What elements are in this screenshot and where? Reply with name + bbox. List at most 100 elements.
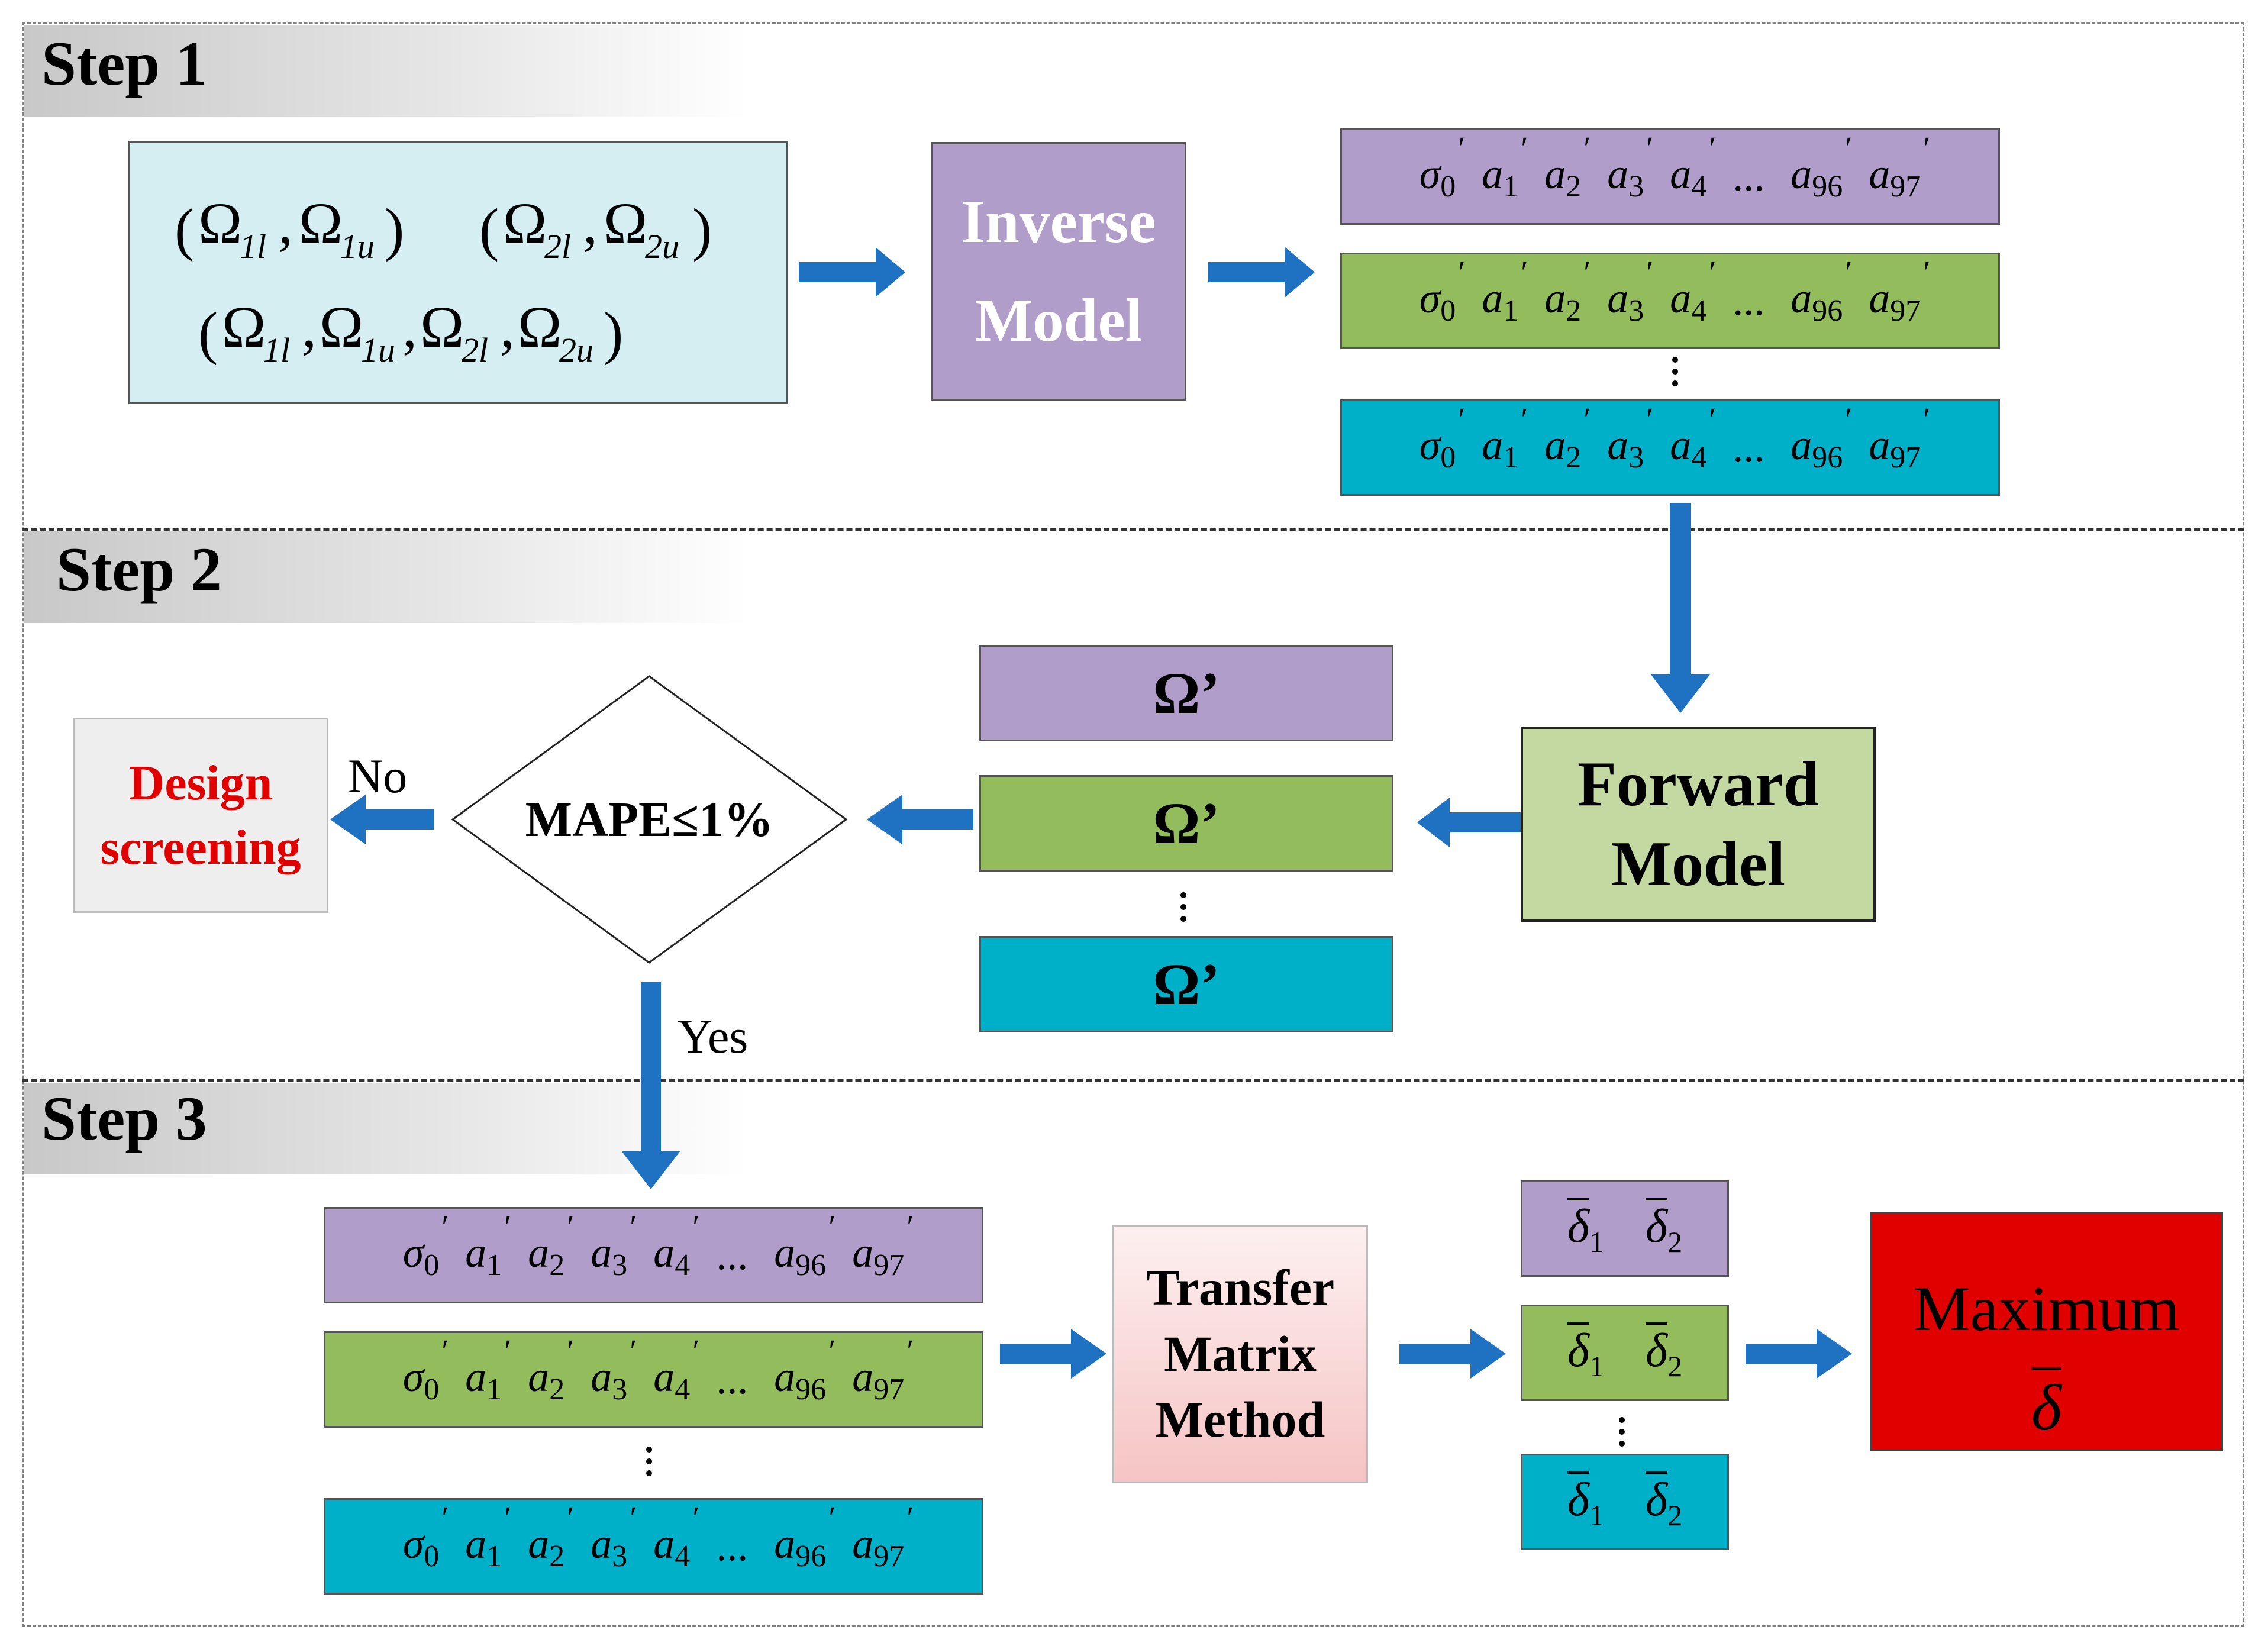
- coefficient-token: σ0′: [402, 1208, 449, 1282]
- mape-decision-diamond: [451, 675, 848, 964]
- svg-text:Ω: Ω: [604, 191, 647, 256]
- arrow-to-decision: [867, 795, 973, 844]
- vertical-ellipsis: [646, 1447, 652, 1482]
- ellipsis-token: ...: [716, 1355, 749, 1403]
- vertical-ellipsis: [1672, 357, 1678, 392]
- coefficient-token: a4′: [1670, 401, 1717, 475]
- svg-text:,: ,: [278, 191, 293, 256]
- coefficient-token: a1′: [1482, 254, 1528, 328]
- coefficient-token: σ0′: [402, 1332, 449, 1406]
- ellipsis-token: ...: [1733, 277, 1765, 324]
- arrow-to-step3: [621, 982, 680, 1189]
- svg-text:Ω: Ω: [518, 294, 562, 360]
- coefficient-row-purple: σ0′a1′a2′a3′a4′...a96′a97′: [1340, 128, 2000, 225]
- coefficient-token: a3′: [591, 1332, 637, 1406]
- coefficient-token: a97′: [852, 1208, 914, 1282]
- vertical-ellipsis: [1180, 892, 1186, 928]
- coefficient-token: a96′: [774, 1332, 836, 1406]
- coefficient-row-green: σ0′a1′a2′a3′a4′...a96′a97′: [324, 1331, 983, 1428]
- svg-text:2u: 2u: [559, 331, 593, 369]
- coefficient-token: a97′: [1869, 401, 1931, 475]
- maximum-delta-box: Maximum δ: [1870, 1212, 2223, 1451]
- svg-text:): ): [692, 196, 712, 262]
- coefficient-token: a4′: [1670, 130, 1717, 204]
- coefficient-token: a2′: [1544, 130, 1591, 204]
- transfer-line1: Transfer: [1146, 1258, 1335, 1316]
- step3-label: Step 3: [41, 1084, 207, 1153]
- ellipsis-token: ...: [716, 1231, 749, 1279]
- svg-text:(: (: [198, 300, 218, 366]
- svg-text:(: (: [175, 196, 194, 262]
- svg-text:,: ,: [500, 294, 515, 360]
- coefficient-token: a2′: [528, 1208, 575, 1282]
- svg-text:Ω: Ω: [198, 191, 242, 256]
- maximum-label: Maximum: [1913, 1274, 2180, 1344]
- arrow-to-omega-outputs: [1417, 798, 1521, 847]
- mape-decision-label: MAPE≤1%: [525, 792, 774, 847]
- svg-text:1l: 1l: [240, 227, 266, 266]
- coefficient-token: a96′: [1790, 401, 1853, 475]
- svg-text:1l: 1l: [263, 331, 290, 369]
- step1-label: Step 1: [41, 29, 207, 98]
- separator-step2-step3: [22, 1079, 2244, 1082]
- coefficient-token: σ0′: [402, 1499, 449, 1573]
- input-interval-box: ( Ω 1l , Ω 1u ) ( Ω 2l , Ω 2u ) ( Ω 1l ,…: [128, 141, 788, 404]
- svg-text:1u: 1u: [340, 227, 375, 266]
- inverse-model-line2: Model: [975, 286, 1143, 354]
- svg-text:Ω: Ω: [503, 191, 547, 256]
- omega-output-label: Ω’: [1153, 790, 1220, 856]
- coefficient-row-teal: σ0′a1′a2′a3′a4′...a96′a97′: [324, 1498, 983, 1595]
- delta-token: δ2: [1646, 1471, 1682, 1532]
- svg-text:,: ,: [583, 191, 598, 256]
- svg-text:,: ,: [302, 294, 317, 360]
- coefficient-row-teal: σ0′a1′a2′a3′a4′...a96′a97′: [1340, 399, 2000, 496]
- coefficient-token: a96′: [1790, 130, 1853, 204]
- forward-model-line2: Model: [1611, 829, 1785, 899]
- design-screening-line1: Design: [128, 755, 273, 811]
- ellipsis-token: ...: [1733, 424, 1765, 471]
- coefficient-token: a97′: [1869, 130, 1931, 204]
- no-branch-label: No: [348, 749, 408, 803]
- coefficient-token: a2′: [1544, 401, 1591, 475]
- svg-text:Ω: Ω: [420, 294, 464, 360]
- svg-text:): ): [385, 196, 404, 262]
- coefficient-token: a3′: [591, 1208, 637, 1282]
- diagram-frame: [22, 22, 2244, 1627]
- coefficient-token: a3′: [1607, 254, 1654, 328]
- svg-text:2u: 2u: [645, 227, 679, 266]
- arrow-to-forward-model: [1651, 503, 1710, 713]
- step1-banner: [24, 25, 1231, 117]
- coefficient-token: σ0′: [1419, 130, 1466, 204]
- step2-banner: [24, 531, 1231, 623]
- coefficient-token: a2′: [1544, 254, 1591, 328]
- arrow-to-maximum: [1746, 1329, 1852, 1379]
- svg-text:(: (: [479, 196, 499, 262]
- svg-text:Ω: Ω: [320, 294, 363, 360]
- coefficient-token: a1′: [1482, 130, 1528, 204]
- coefficient-token: a96′: [774, 1499, 836, 1573]
- coefficient-row-purple: σ0′a1′a2′a3′a4′...a96′a97′: [324, 1207, 983, 1303]
- maximum-delta-symbol: δ: [1872, 1367, 2221, 1445]
- ellipsis-token: ...: [1733, 153, 1765, 200]
- interval-formula: ( Ω 1l , Ω 1u ) ( Ω 2l , Ω 2u ) ( Ω 1l ,…: [175, 191, 712, 369]
- svg-text:Ω: Ω: [299, 191, 343, 256]
- omega-output-purple: Ω’: [979, 645, 1393, 741]
- arrow-to-coefficients: [1208, 247, 1315, 297]
- coefficient-token: a4′: [653, 1208, 700, 1282]
- omega-output-teal: Ω’: [979, 936, 1393, 1032]
- svg-text:1u: 1u: [361, 331, 395, 369]
- coefficient-token: a96′: [774, 1208, 836, 1282]
- coefficient-token: a3′: [1607, 401, 1654, 475]
- svg-text:Ω: Ω: [222, 294, 266, 360]
- coefficient-token: a4′: [653, 1499, 700, 1573]
- ellipsis-token: ...: [716, 1522, 749, 1570]
- arrow-to-transfer-matrix: [1000, 1329, 1106, 1379]
- forward-model-box: Forward Model: [1521, 727, 1876, 922]
- coefficient-token: a2′: [528, 1332, 575, 1406]
- coefficient-token: a97′: [852, 1332, 914, 1406]
- delta-token: δ1: [1567, 1322, 1604, 1383]
- arrow-to-delta-results: [1399, 1329, 1506, 1379]
- coefficient-row-green: σ0′a1′a2′a3′a4′...a96′a97′: [1340, 253, 2000, 349]
